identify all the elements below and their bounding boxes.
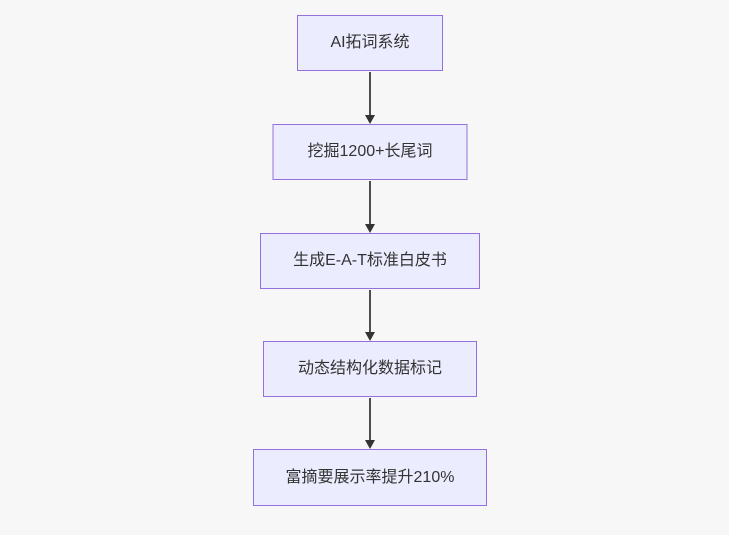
node-label: 动态结构化数据标记 (297, 360, 442, 377)
node-label: AI拓词系统 (330, 34, 410, 51)
flowchart-node-eat-whitepaper: 生成E-A-T标准白皮书 (260, 233, 480, 289)
flowchart-arrow-c-to-d (364, 290, 376, 341)
arrowhead-down-icon (365, 224, 375, 233)
flowchart-arrow-d-to-e (364, 398, 376, 449)
arrow-line (369, 72, 371, 118)
flowchart-node-ai-keyword-system: AI拓词系统 (297, 15, 443, 71)
flowchart-arrow-b-to-c (364, 181, 376, 233)
arrowhead-down-icon (365, 440, 375, 449)
arrowhead-down-icon (365, 115, 375, 124)
flowchart-node-structured-data-markup: 动态结构化数据标记 (263, 341, 477, 397)
node-label: 生成E-A-T标准白皮书 (293, 252, 447, 269)
flowchart-arrow-a-to-b (364, 72, 376, 124)
arrow-line (369, 398, 371, 443)
node-label: 富摘要展示率提升210% (285, 468, 455, 486)
flowchart-node-longtail-mining: 挖掘1200+长尾词 (272, 124, 468, 180)
node-label: 挖掘1200+长尾词 (307, 143, 433, 160)
arrow-line (369, 181, 371, 227)
flowchart-node-rich-snippet-result: 富摘要展示率提升210% (253, 449, 487, 506)
arrowhead-down-icon (365, 332, 375, 341)
arrow-line (369, 290, 371, 335)
